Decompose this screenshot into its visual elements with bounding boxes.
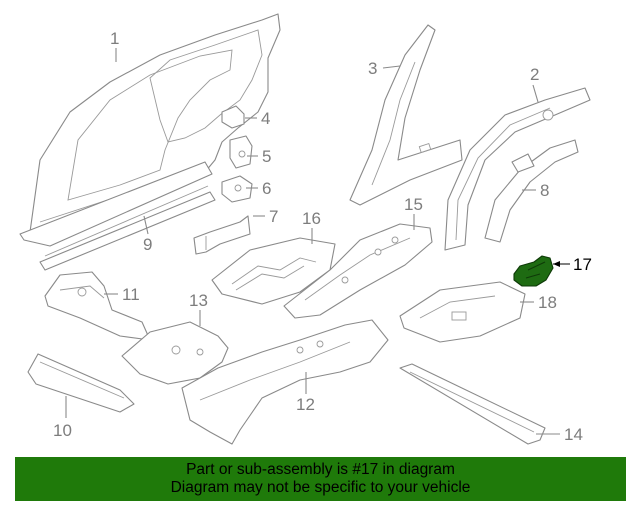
callout-15[interactable]: 15 bbox=[404, 195, 423, 214]
callout-16[interactable]: 16 bbox=[302, 209, 321, 228]
part-2-roof-rail[interactable] bbox=[444, 87, 591, 251]
callout-7[interactable]: 7 bbox=[269, 207, 278, 226]
part-12-main-floor[interactable] bbox=[181, 319, 389, 445]
part-14-rear-sill[interactable] bbox=[399, 363, 546, 445]
part-9-rocker-sill[interactable] bbox=[19, 161, 216, 271]
part-6-bracket[interactable] bbox=[221, 175, 253, 203]
part-4-bracket[interactable] bbox=[221, 105, 245, 129]
callout-5[interactable]: 5 bbox=[262, 147, 271, 166]
callout-18[interactable]: 18 bbox=[538, 293, 557, 312]
callout-2[interactable]: 2 bbox=[530, 65, 539, 84]
leader-lines bbox=[65, 48, 570, 435]
part-16-floor-pan[interactable] bbox=[211, 237, 336, 305]
part-5-bracket[interactable] bbox=[229, 135, 253, 169]
info-banner: Part or sub-assembly is #17 in diagram D… bbox=[15, 457, 626, 501]
callout-11[interactable]: 11 bbox=[122, 285, 140, 304]
parts-diagram: 1 2 3 4 5 6 7 8 9 10 11 12 13 14 15 16 1… bbox=[19, 13, 592, 445]
part-17-highlighted-bracket[interactable] bbox=[513, 255, 554, 287]
callout-1[interactable]: 1 bbox=[110, 29, 119, 48]
part-18-rear-floor[interactable] bbox=[399, 281, 526, 343]
callout-labels: 1 2 3 4 5 6 7 8 9 10 11 12 13 14 15 16 1… bbox=[53, 29, 592, 444]
callout-17[interactable]: 17 bbox=[573, 255, 592, 274]
banner-line-2: Diagram may not be specific to your vehi… bbox=[170, 479, 471, 496]
callout-6[interactable]: 6 bbox=[262, 179, 271, 198]
callout-4[interactable]: 4 bbox=[261, 109, 270, 128]
banner-line-1: Part or sub-assembly is #17 in diagram bbox=[186, 461, 455, 478]
part-13-crossmember[interactable] bbox=[121, 321, 229, 385]
callout-13[interactable]: 13 bbox=[189, 291, 208, 310]
part-11-front-rail[interactable] bbox=[44, 271, 151, 341]
part-15-floor-panel[interactable] bbox=[283, 223, 433, 319]
callout-9[interactable]: 9 bbox=[143, 235, 152, 254]
callout-12[interactable]: 12 bbox=[296, 395, 315, 414]
callout-3[interactable]: 3 bbox=[368, 59, 377, 78]
part-7-mounting-bracket[interactable] bbox=[193, 215, 251, 255]
callout-8[interactable]: 8 bbox=[540, 181, 549, 200]
callout-10[interactable]: 10 bbox=[53, 421, 72, 440]
part-10-reinforcement[interactable] bbox=[27, 353, 135, 413]
part-3-a-pillar[interactable] bbox=[349, 24, 463, 206]
part-8-inner-pillar[interactable] bbox=[484, 139, 579, 243]
callout-14[interactable]: 14 bbox=[564, 425, 583, 444]
